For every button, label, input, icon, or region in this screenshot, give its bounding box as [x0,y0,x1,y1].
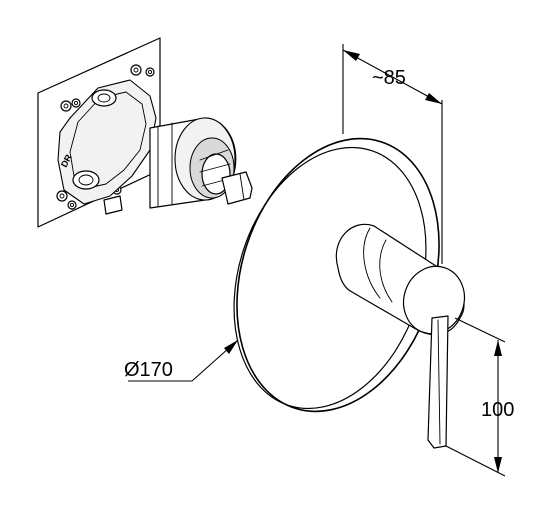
trim-assembly [233,137,466,449]
rough-in-valve-body: DR [37,37,253,228]
dimension-height: 100 [445,317,514,477]
dimension-diameter: Ø170 [124,339,239,382]
lower-port [72,170,100,190]
depth-label: ~85 [372,67,406,89]
dimension-depth: ~85 [342,44,443,264]
diameter-label: Ø170 [124,359,173,381]
handle-body [335,223,466,336]
spindle [221,171,253,205]
height-label: 100 [481,399,514,421]
lever-handle [427,315,449,449]
upper-port [91,89,117,107]
